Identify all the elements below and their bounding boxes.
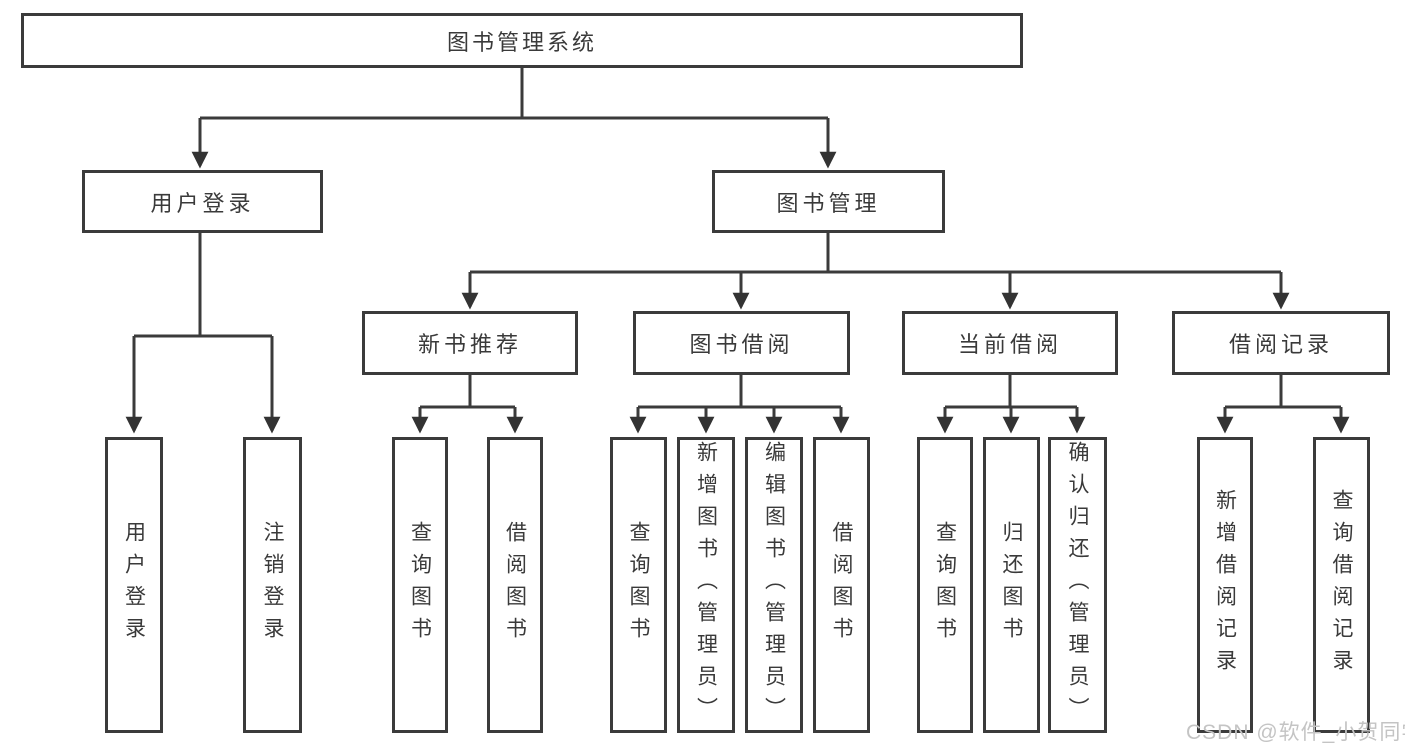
node-book-borrow-label: 图书借阅 — [689, 332, 794, 357]
leaf-add-borrow-record-label: 新增借阅记录 — [1213, 489, 1237, 681]
node-new-book-rec-label: 新书推荐 — [417, 332, 522, 357]
leaf-query-books-1: 查询图书 — [392, 437, 448, 733]
leaf-user-login: 用户登录 — [105, 437, 163, 733]
leaf-edit-books: 编辑图书（管理员） — [745, 437, 803, 733]
leaf-add-borrow-record: 新增借阅记录 — [1197, 437, 1253, 733]
leaf-query-borrow-record: 查询借阅记录 — [1313, 437, 1370, 733]
leaf-add-books: 新增图书（管理员） — [677, 437, 735, 733]
leaf-confirm-return: 确认归还（管理员） — [1048, 437, 1107, 733]
node-current-borrow-label: 当前借阅 — [957, 332, 1062, 357]
leaf-query-books-2: 查询图书 — [610, 437, 667, 733]
node-root-label: 图书管理系统 — [446, 29, 597, 55]
node-borrow-records-label: 借阅记录 — [1228, 332, 1333, 357]
leaf-add-books-label: 新增图书（管理员） — [694, 441, 718, 729]
csdn-watermark: CSDN @软件_小贺同学 — [1186, 721, 1405, 744]
node-book-borrow: 图书借阅 — [633, 311, 850, 375]
leaf-query-books-3: 查询图书 — [917, 437, 973, 733]
leaf-user-login-label: 用户登录 — [122, 521, 146, 649]
node-user-login: 用户登录 — [82, 170, 323, 233]
leaf-logout-label: 注销登录 — [261, 521, 284, 649]
leaf-query-books-1-label: 查询图书 — [408, 521, 432, 649]
node-book-management: 图书管理 — [712, 170, 945, 233]
leaf-query-books-2-label: 查询图书 — [627, 521, 650, 649]
leaf-edit-books-label: 编辑图书（管理员） — [762, 441, 786, 729]
leaf-borrow-books-2: 借阅图书 — [813, 437, 870, 733]
leaf-return-books: 归还图书 — [983, 437, 1040, 733]
leaf-return-books-label: 归还图书 — [1000, 521, 1023, 649]
node-user-login-label: 用户登录 — [150, 190, 255, 216]
leaf-borrow-books-1: 借阅图书 — [487, 437, 543, 733]
leaf-query-books-3-label: 查询图书 — [933, 521, 957, 649]
leaf-borrow-books-1-label: 借阅图书 — [503, 521, 527, 649]
leaf-confirm-return-label: 确认归还（管理员） — [1066, 441, 1089, 729]
leaf-borrow-books-2-label: 借阅图书 — [830, 521, 853, 649]
node-borrow-records: 借阅记录 — [1172, 311, 1390, 375]
node-current-borrow: 当前借阅 — [902, 311, 1118, 375]
node-root: 图书管理系统 — [21, 13, 1023, 68]
leaf-query-borrow-record-label: 查询借阅记录 — [1330, 489, 1353, 681]
node-new-book-rec: 新书推荐 — [362, 311, 578, 375]
leaf-logout: 注销登录 — [243, 437, 302, 733]
node-book-management-label: 图书管理 — [776, 190, 881, 216]
